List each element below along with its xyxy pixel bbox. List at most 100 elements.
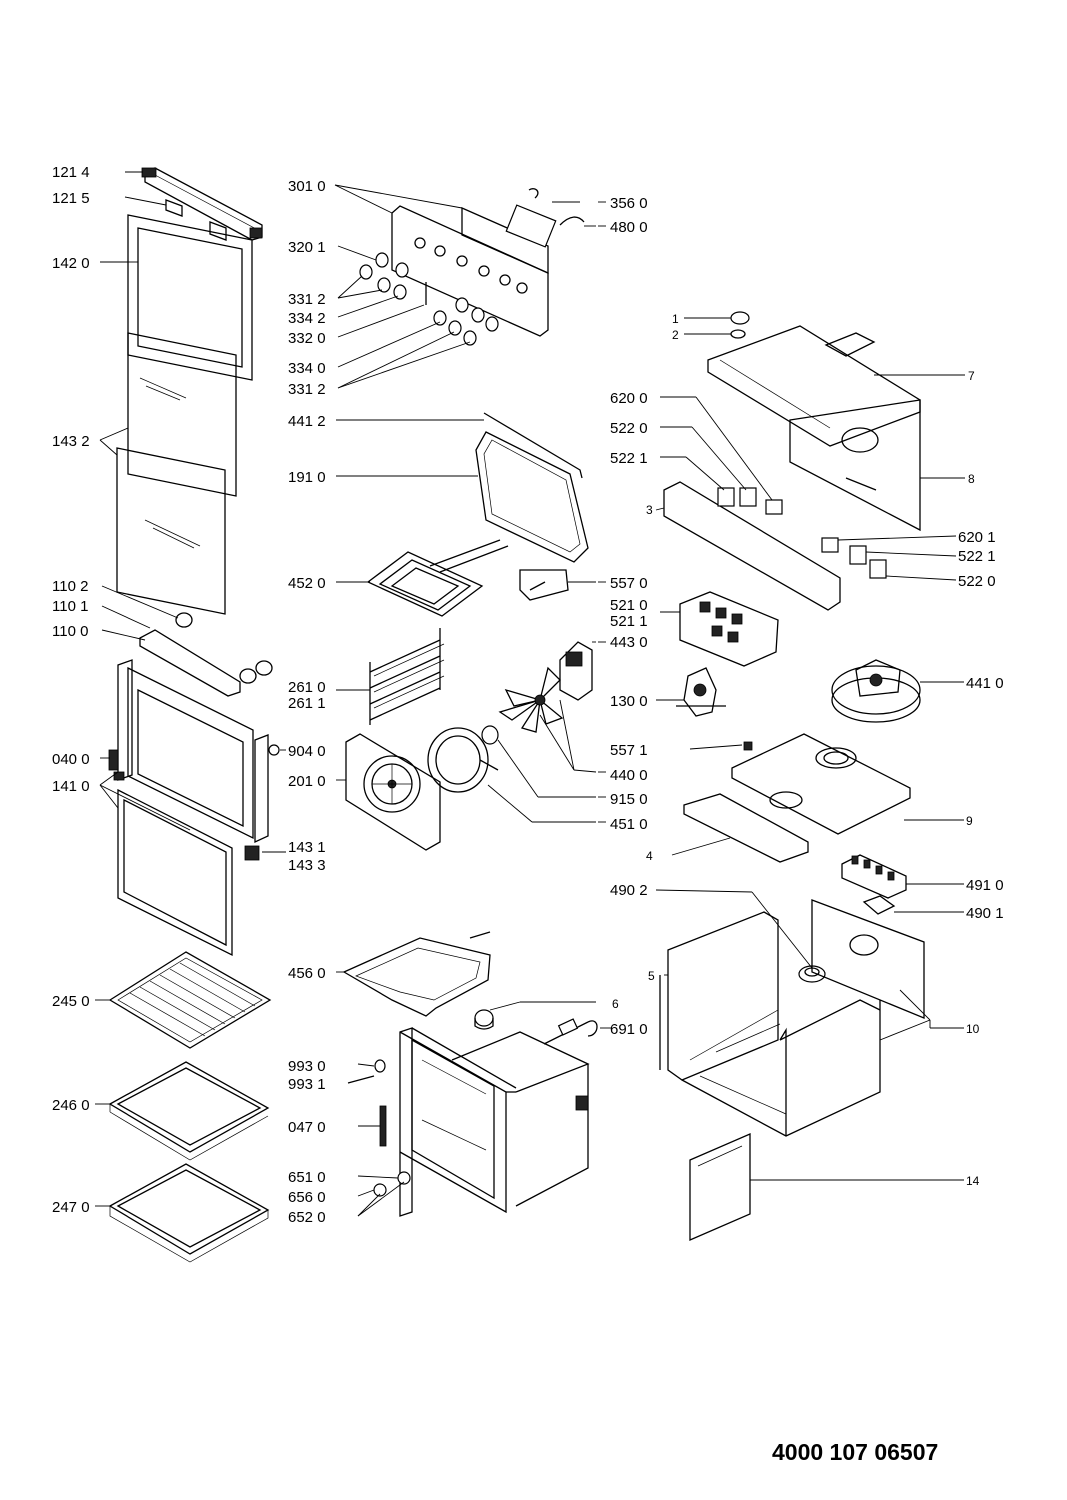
label-452-0: 452 0 (288, 575, 326, 592)
label-451-0: 451 0 (610, 816, 648, 833)
label-356-0: 356 0 (610, 195, 648, 212)
label-121-4: 121 4 (52, 164, 90, 181)
label-993-0: 993 0 (288, 1058, 326, 1075)
inner-door-seal (117, 788, 260, 957)
label-456-0: 456 0 (288, 965, 326, 982)
label-334-2: 334 2 (288, 310, 326, 327)
label-557-1: 557 1 (610, 742, 648, 759)
rear-cover-panel (689, 1133, 751, 1241)
terminal-block (841, 854, 907, 899)
label-110-1: 110 1 (52, 598, 88, 615)
bottom-plate (731, 733, 911, 835)
label-245-0: 245 0 (52, 993, 90, 1010)
label-047-0: 047 0 (288, 1119, 326, 1136)
label-993-1: 993 1 (288, 1076, 326, 1093)
label-691-0: 691 0 (610, 1021, 648, 1038)
label-191-0: 191 0 (288, 469, 326, 486)
control-panel (391, 188, 585, 337)
label-1: 1 (672, 312, 679, 326)
label-656-0: 656 0 (288, 1189, 326, 1206)
label-141-0: 141 0 (52, 778, 90, 795)
label-904-0: 904 0 (288, 743, 326, 760)
label-4: 4 (646, 849, 653, 863)
label-441-0: 441 0 (966, 675, 1004, 692)
label-8: 8 (968, 472, 975, 486)
cavity-small-parts (347, 1059, 411, 1197)
label-522-0-upper: 522 0 (610, 420, 648, 437)
label-121-5: 121 5 (52, 190, 90, 207)
label-201-0: 201 0 (288, 773, 326, 790)
label-522-0-lower: 522 0 (958, 573, 996, 590)
label-522-1-upper: 522 1 (610, 450, 648, 467)
label-261-1: 261 1 (288, 695, 326, 712)
inner-door-frame (108, 659, 280, 844)
label-10: 10 (966, 1022, 980, 1036)
label-6: 6 (612, 997, 619, 1011)
lower-element (342, 931, 491, 1017)
label-246-0: 246 0 (52, 1097, 90, 1114)
module-bracket (663, 481, 887, 611)
label-490-2: 490 2 (610, 882, 648, 899)
label-441-2: 441 2 (288, 413, 326, 430)
label-915-0: 915 0 (610, 791, 648, 808)
oven-seal (475, 412, 589, 563)
label-130-0: 130 0 (610, 693, 648, 710)
part-labels: 121 4 121 5 142 0 143 2 110 2 110 1 110 … (52, 164, 1004, 1226)
label-521-1: 521 1 (610, 613, 648, 630)
label-143-2: 143 2 (52, 433, 90, 450)
label-331-2-upper: 331 2 (288, 291, 326, 308)
probe (543, 1018, 598, 1045)
door-glass-panels (116, 332, 237, 615)
label-522-1-lower: 522 1 (958, 548, 996, 565)
label-5: 5 (648, 969, 655, 983)
label-440-0: 440 0 (610, 767, 648, 784)
top-housing (707, 311, 921, 532)
label-490-1: 490 1 (966, 905, 1004, 922)
label-557-0: 557 0 (610, 575, 648, 592)
label-110-2: 110 2 (52, 578, 88, 595)
oven-cavity (399, 1027, 590, 1217)
lamp-socket (474, 1009, 494, 1030)
cooling-fan (831, 659, 921, 723)
side-rack-guides (369, 628, 445, 725)
deep-tray (108, 1163, 270, 1263)
label-261-0: 261 0 (288, 679, 326, 696)
label-9: 9 (966, 814, 973, 828)
label-247-0: 247 0 (52, 1199, 90, 1216)
outer-casing (659, 899, 925, 1137)
label-301-0: 301 0 (288, 178, 326, 195)
label-651-0: 651 0 (288, 1169, 326, 1186)
label-143-3: 143 3 (288, 857, 326, 874)
label-040-0: 040 0 (52, 751, 90, 768)
label-334-0: 334 0 (288, 360, 326, 377)
outer-door-glass-frame (127, 214, 253, 381)
label-110-0: 110 0 (52, 623, 88, 640)
baking-tray (108, 1061, 270, 1161)
document-number: 4000 107 06507 (772, 1439, 939, 1465)
label-143-1: 143 1 (288, 839, 326, 856)
label-652-0: 652 0 (288, 1209, 326, 1226)
circular-heater (427, 727, 499, 793)
power-cord-clamp (862, 895, 896, 915)
label-3: 3 (646, 503, 653, 517)
front-strip (683, 793, 809, 863)
fan-cover (345, 733, 441, 851)
label-331-2-lower: 331 2 (288, 381, 326, 398)
motor-130 (676, 667, 726, 717)
door-handle-assembly (141, 167, 263, 241)
label-521-0: 521 0 (610, 597, 648, 614)
fan-and-motor (481, 641, 593, 745)
label-480-0: 480 0 (610, 219, 648, 236)
label-7: 7 (968, 369, 975, 383)
label-14: 14 (966, 1174, 980, 1188)
label-332-0: 332 0 (288, 330, 326, 347)
door-hinge-caps (139, 612, 273, 697)
grill-element (366, 539, 569, 617)
label-443-0: 443 0 (610, 634, 648, 651)
label-620-1: 620 1 (958, 529, 996, 546)
label-491-0: 491 0 (966, 877, 1004, 894)
label-320-1: 320 1 (288, 239, 326, 256)
electronic-board (679, 591, 779, 667)
wire-shelf (108, 951, 272, 1049)
